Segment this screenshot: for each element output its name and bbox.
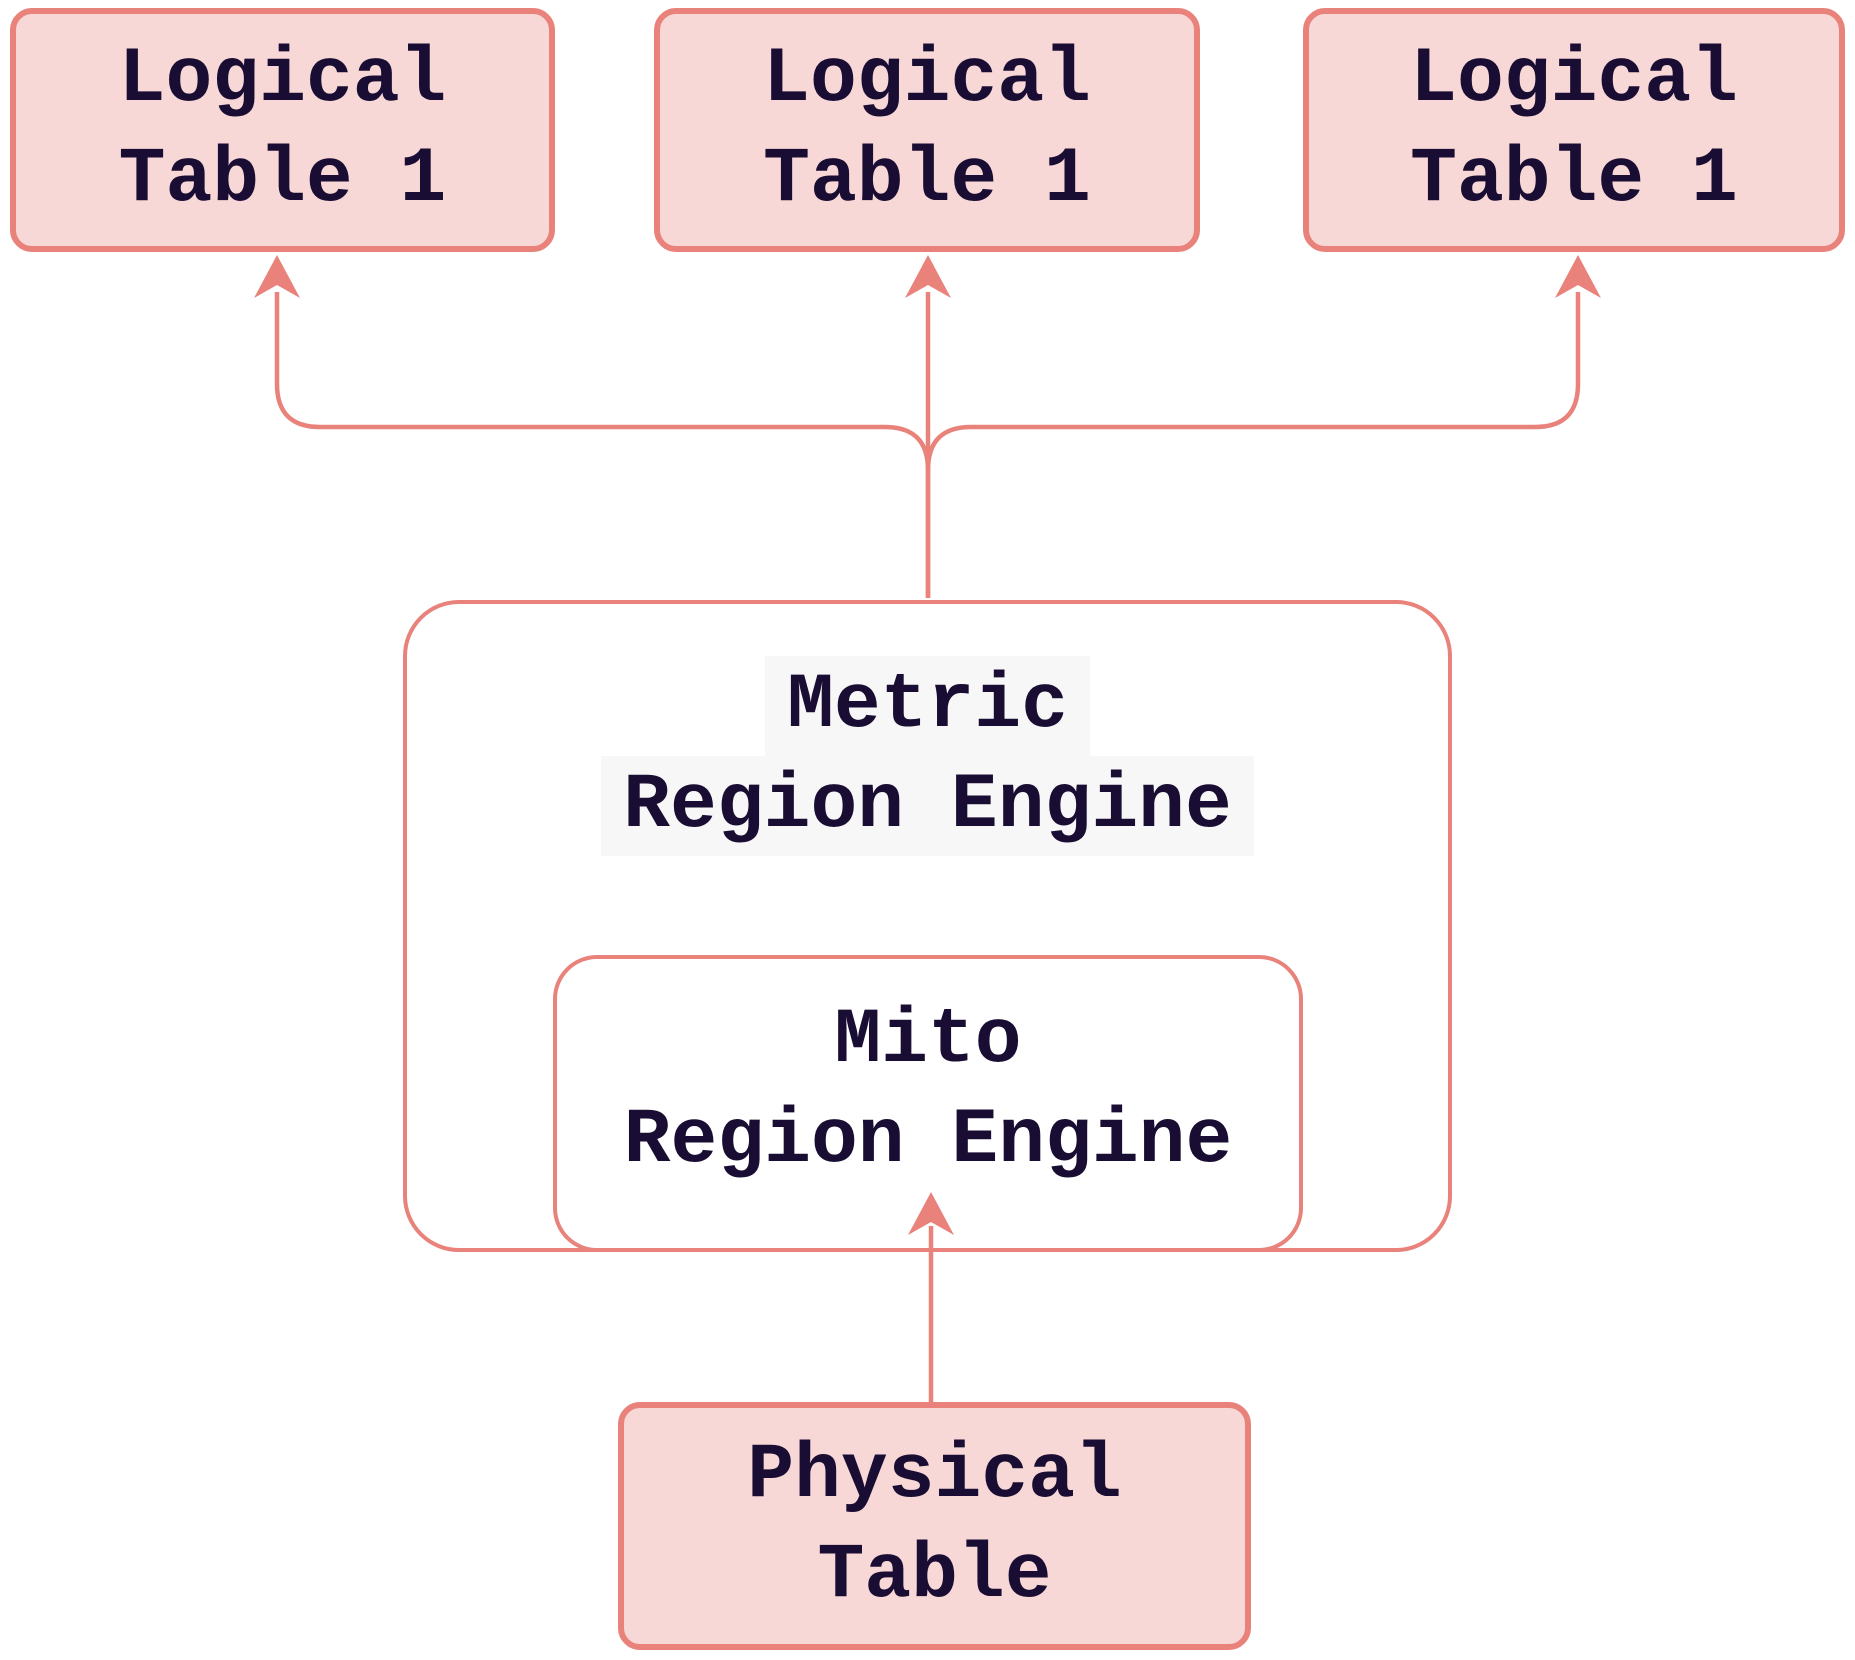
node-label-line: Logical [118,36,447,124]
node-label-line: Physical [747,1432,1122,1520]
arrowhead-logical-right [1555,255,1601,298]
node-physical-table: Physical Table [618,1402,1251,1650]
node-logical-table-right: Logical Table 1 [1303,8,1845,252]
cluster-label-line: Region Engine [601,756,1254,856]
node-label-line: Table [817,1532,1052,1620]
cluster-label-line: Mito [834,997,1022,1085]
arrowhead-logical-left [254,255,300,298]
cluster-label-line: Metric [765,656,1090,756]
node-label-line: Logical [763,36,1091,124]
node-logical-table-middle: Logical Table 1 [654,8,1200,252]
cluster-metric-region-engine: Metric Region Engine [403,600,1452,1252]
node-logical-table-left: Logical Table 1 [10,8,555,252]
edge-metric-to-logical-right [925,292,1581,471]
arrowhead-logical-middle [905,255,951,298]
node-label-line: Table 1 [763,136,1091,224]
edge-metric-to-logical-left [274,292,931,598]
node-label-line: Logical [1410,36,1738,124]
cluster-mito-region-engine: Mito Region Engine [553,955,1303,1252]
node-label-line: Table 1 [1410,136,1738,224]
node-label-line: Table 1 [118,136,447,224]
cluster-label-line: Region Engine [623,1097,1233,1185]
